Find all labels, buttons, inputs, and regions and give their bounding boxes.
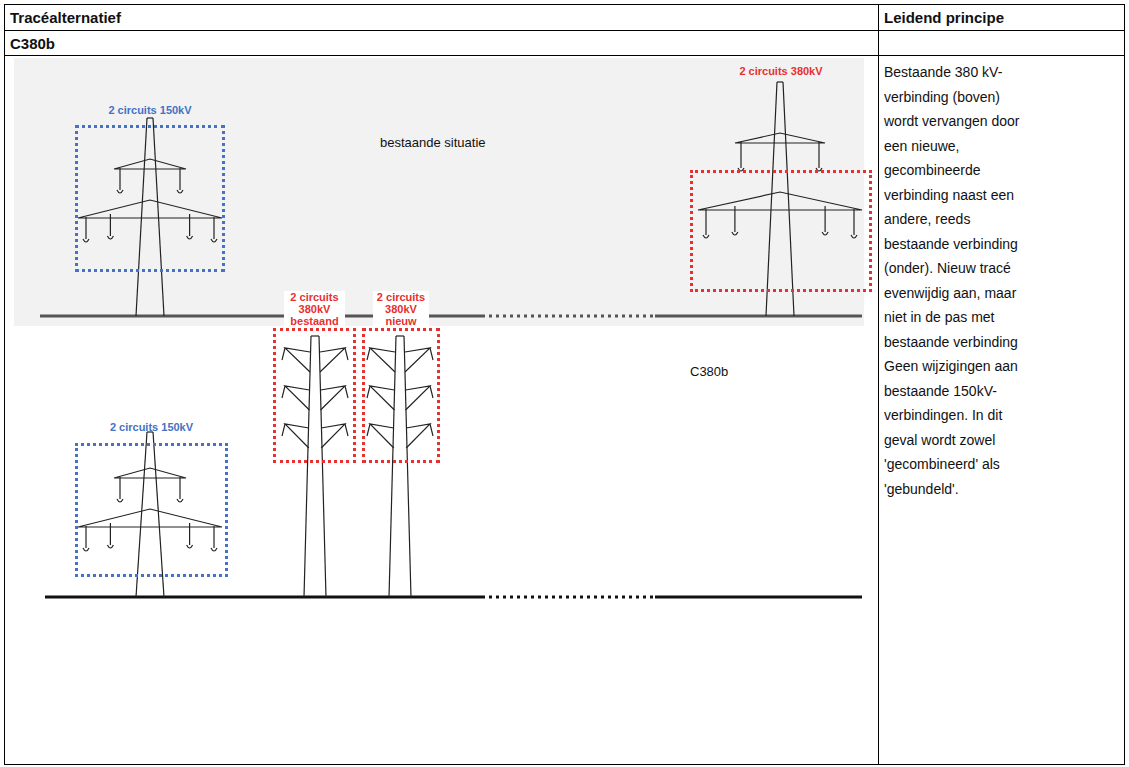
tower-stroke bbox=[851, 235, 857, 238]
tower-stroke bbox=[783, 82, 794, 316]
tower-stroke bbox=[179, 168, 180, 190]
tower-stroke bbox=[766, 82, 777, 316]
tower-stroke bbox=[285, 386, 309, 410]
dotted-frame: 2 circuits 380kV bbox=[690, 170, 872, 292]
dotted-frame: 2 circuits 380kV nieuw bbox=[362, 328, 440, 463]
tower-stroke bbox=[345, 424, 348, 436]
tower-stroke bbox=[136, 118, 147, 316]
tower-stroke bbox=[389, 336, 396, 597]
situation-label: C380b bbox=[690, 364, 728, 380]
tower-stroke bbox=[83, 239, 89, 242]
tower-stroke bbox=[177, 190, 183, 193]
tower-stroke bbox=[119, 168, 120, 190]
ground-lines bbox=[40, 316, 862, 597]
tower-stroke bbox=[282, 386, 285, 398]
row-heading: C380b bbox=[10, 35, 55, 53]
tower-stroke bbox=[818, 142, 819, 168]
tower-stroke bbox=[735, 133, 825, 143]
tower-stroke bbox=[114, 159, 186, 169]
tower-stroke bbox=[211, 239, 217, 242]
tower-stroke bbox=[187, 545, 193, 548]
tower-stroke bbox=[370, 386, 394, 410]
tower-stroke bbox=[320, 348, 345, 372]
tower-stroke bbox=[404, 336, 411, 597]
tower-stroke bbox=[345, 348, 348, 360]
tower-stroke bbox=[370, 348, 395, 372]
tower-stroke bbox=[430, 424, 433, 436]
tower-stroke bbox=[732, 232, 738, 235]
tower-stroke bbox=[189, 214, 190, 236]
tower-stroke bbox=[117, 499, 123, 502]
tower-stroke bbox=[367, 424, 370, 436]
tower-stroke bbox=[114, 468, 186, 478]
tower-stroke bbox=[430, 386, 433, 398]
tower-stroke bbox=[396, 335, 404, 336]
tower-stroke bbox=[367, 386, 370, 398]
tower-stroke bbox=[85, 217, 86, 239]
circuit-label: 2 circuits 150kV bbox=[68, 104, 232, 116]
tower-stroke bbox=[213, 526, 214, 548]
tower-stroke bbox=[107, 236, 113, 239]
tower-stroke bbox=[107, 545, 113, 548]
tower-stroke bbox=[83, 548, 89, 551]
tower-stroke bbox=[406, 424, 430, 448]
tower-stroke bbox=[822, 232, 828, 235]
tower-stroke bbox=[78, 509, 222, 527]
tower-stroke bbox=[153, 432, 164, 597]
tower-stroke bbox=[311, 335, 319, 336]
tower-stroke bbox=[211, 548, 217, 551]
tower-stroke bbox=[370, 424, 394, 448]
tower-stroke bbox=[179, 477, 180, 499]
tower-stroke bbox=[321, 386, 345, 410]
tower-drawings bbox=[78, 82, 862, 597]
circuit-label: 2 circuits 380kV bbox=[683, 65, 879, 77]
tower-stroke bbox=[740, 142, 741, 168]
tower-stroke bbox=[187, 236, 193, 239]
tower-stroke bbox=[406, 386, 430, 410]
tower-stroke bbox=[282, 348, 285, 360]
table-header: Tracéalternatief bbox=[10, 9, 121, 27]
circuit-label: 2 circuits 380kV bestaand bbox=[284, 291, 345, 327]
tower-stroke bbox=[319, 336, 326, 597]
tower-stroke bbox=[285, 348, 310, 372]
table-grid bbox=[5, 5, 1125, 765]
tower-stroke bbox=[824, 206, 825, 232]
tower-stroke bbox=[189, 523, 190, 545]
tower-stroke bbox=[367, 348, 370, 360]
tower-stroke bbox=[405, 348, 430, 372]
tower-stroke bbox=[153, 118, 164, 316]
top-panel bbox=[14, 58, 864, 326]
tower-stroke bbox=[345, 386, 348, 398]
tower-stroke bbox=[705, 209, 706, 235]
tower-stroke bbox=[110, 214, 111, 236]
tower-stroke bbox=[734, 206, 735, 232]
tower-stroke bbox=[285, 424, 309, 448]
tower-stroke bbox=[282, 424, 285, 436]
tower-stroke bbox=[78, 200, 222, 218]
circuit-label: 2 circuits 380kV nieuw bbox=[373, 291, 429, 327]
table-header: Leidend principe bbox=[884, 9, 1004, 27]
tower-stroke bbox=[213, 217, 214, 239]
tower-stroke bbox=[698, 192, 862, 210]
dotted-frame: 2 circuits 380kV bestaand bbox=[273, 328, 356, 463]
tower-stroke bbox=[110, 523, 111, 545]
tower-stroke bbox=[117, 190, 123, 193]
dotted-frame: 2 circuits 150kV bbox=[75, 443, 228, 577]
tower-stroke bbox=[321, 424, 345, 448]
tower-stroke bbox=[177, 499, 183, 502]
tower-stroke bbox=[304, 336, 311, 597]
tower-stroke bbox=[136, 432, 147, 597]
tower-stroke bbox=[703, 235, 709, 238]
tower-stroke bbox=[430, 348, 433, 360]
principle-text: Bestaande 380 kV-verbinding (boven) word… bbox=[884, 60, 1020, 501]
tower-stroke bbox=[85, 526, 86, 548]
dotted-frame: 2 circuits 150kV bbox=[75, 125, 225, 272]
tower-stroke bbox=[853, 209, 854, 235]
tower-stroke bbox=[119, 477, 120, 499]
tower-stroke bbox=[777, 81, 783, 82]
tower-stroke bbox=[147, 117, 153, 118]
situation-label: bestaande situatie bbox=[380, 135, 486, 151]
circuit-label: 2 circuits 150kV bbox=[68, 421, 235, 433]
